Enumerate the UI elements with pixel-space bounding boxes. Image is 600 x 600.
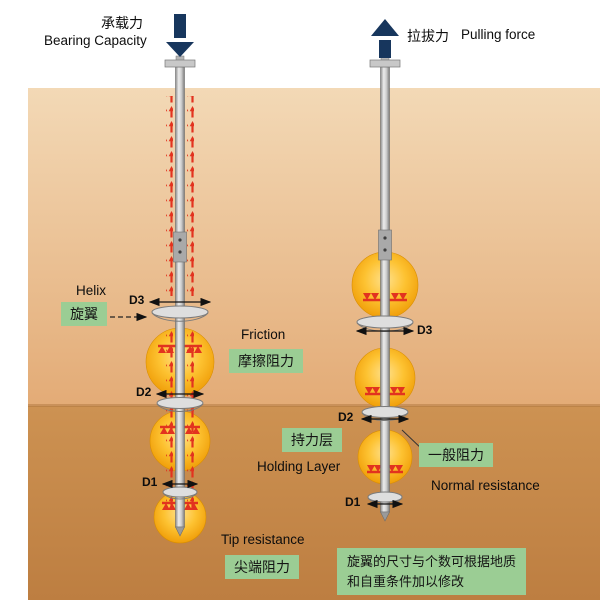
helix-note-box: 旋翼的尺寸与个数可根据地质 和自重条件加以修改 xyxy=(337,548,527,595)
dim-label-right-d3: D3 xyxy=(417,323,433,337)
pile-shaft xyxy=(175,66,185,528)
dim-label-right-d1: D1 xyxy=(345,495,361,509)
holding-layer-label-zh: 持力层 xyxy=(282,428,342,452)
dim-label-left-d1: D1 xyxy=(142,475,158,489)
friction-label-zh: 摩擦阻力 xyxy=(229,349,303,373)
helix-plates xyxy=(356,315,414,505)
dimension-lines xyxy=(148,297,415,509)
tip-resistance-label-zh: 尖端阻力 xyxy=(225,555,299,579)
soil-boundary-line xyxy=(28,404,600,407)
friction-label-en: Friction xyxy=(241,327,286,342)
pulling-force-label-en: Pulling force xyxy=(461,27,536,42)
tip-resistance-label-en: Tip resistance xyxy=(221,532,305,547)
pile-tip xyxy=(380,511,390,522)
pile-cap-flange xyxy=(164,59,196,68)
helix-label-en: Helix xyxy=(76,283,107,298)
normal-resistance-label-en: Normal resistance xyxy=(431,478,540,493)
dim-label-right-d2: D2 xyxy=(338,410,354,424)
helix-plates xyxy=(151,305,209,500)
pile-cap-flange xyxy=(369,59,401,68)
helix-note-line1: 旋翼的尺寸与个数可根据地质 xyxy=(347,554,517,569)
dim-label-left-d2: D2 xyxy=(136,385,152,399)
holding-layer-label-en: Holding Layer xyxy=(257,459,341,474)
bearing-capacity-label-zh: 承载力 xyxy=(101,15,143,31)
uplift-pressure-ticks xyxy=(363,293,407,472)
dim-label-left-d3: D3 xyxy=(129,293,145,307)
pulling-force-arrow-icon xyxy=(371,19,399,58)
bearing-capacity-label-en: Bearing Capacity xyxy=(44,33,147,48)
bearing-force-arrow-icon xyxy=(166,14,194,57)
helix-label-zh: 旋翼 xyxy=(61,302,107,326)
pile-joint xyxy=(173,231,187,263)
pulling-force-label-zh: 拉拔力 xyxy=(407,28,449,44)
normal-resistance-label-zh: 一般阻力 xyxy=(419,443,493,467)
pile-joint xyxy=(378,229,392,261)
soil-upper-layer xyxy=(28,88,600,406)
pile-tip xyxy=(175,526,185,537)
shaft-friction-arrows xyxy=(166,96,194,510)
helix-note-line2: 和自重条件加以修改 xyxy=(347,573,465,589)
pile-shaft xyxy=(380,66,390,513)
right-pile xyxy=(351,55,419,522)
left-pile xyxy=(145,55,215,544)
